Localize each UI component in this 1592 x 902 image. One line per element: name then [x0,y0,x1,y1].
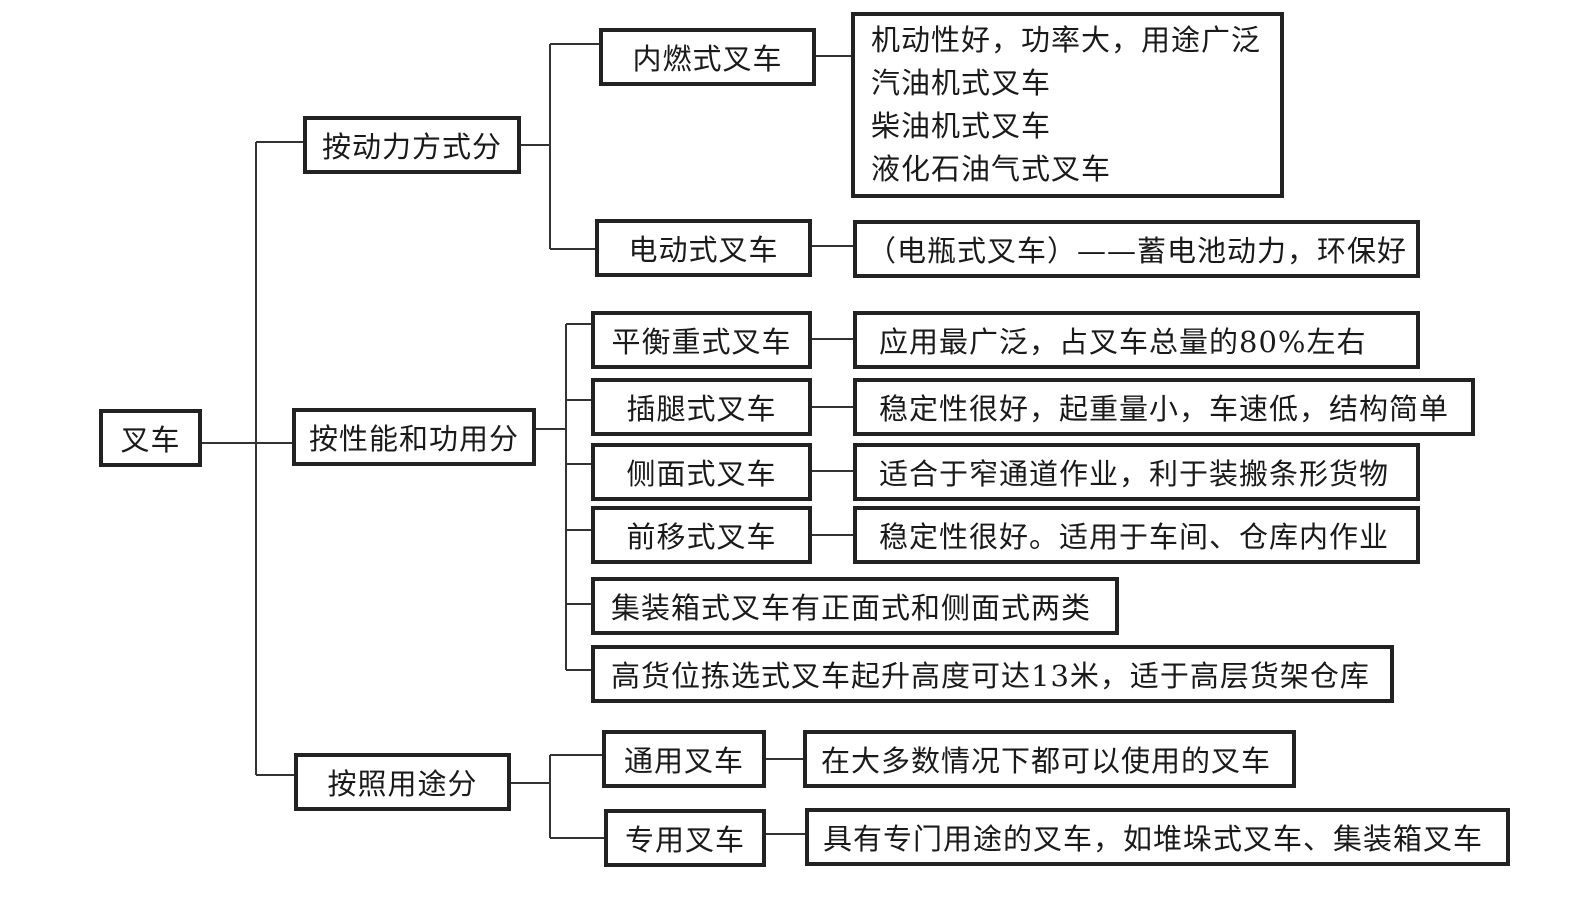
root-node: 叉车 [99,409,202,467]
type-label: 前移式叉车 [626,520,777,554]
note-node: 高货位拣选式叉车起升高度可达13米，适于高层货架仓库 [591,645,1394,703]
detail-node: 稳定性很好。适用于车间、仓库内作业 [853,506,1420,564]
note-text: 集装箱式叉车有正面式和侧面式两类 [611,591,1092,625]
detail-line: （电瓶式叉车）——蓄电池动力，环保好 [867,234,1408,268]
category-usage: 按照用途分 [294,753,511,811]
type-node: 平衡重式叉车 [591,311,812,369]
detail-node: 稳定性很好，起重量小，车速低，结构简单 [853,378,1475,436]
category-label: 按照用途分 [327,767,478,801]
detail-node: 适合于窄通道作业，利于装搬条形货物 [853,443,1420,501]
detail-node: 机动性好，功率大，用途广泛 汽油机式叉车 柴油机式叉车 液化石油气式叉车 [851,12,1284,198]
detail-line: 具有专门用途的叉车，如堆垛式叉车、集装箱叉车 [823,822,1484,856]
note-text: 高货位拣选式叉车起升高度可达13米，适于高层货架仓库 [611,659,1370,693]
detail-line: 稳定性很好，起重量小，车速低，结构简单 [879,392,1450,426]
type-label: 通用叉车 [623,744,744,778]
type-node: 通用叉车 [602,730,766,788]
detail-line: 液化石油气式叉车 [871,152,1112,186]
root-label: 叉车 [120,423,181,457]
type-label: 电动式叉车 [628,233,779,267]
type-node: 插腿式叉车 [591,378,812,436]
detail-line: 在大多数情况下都可以使用的叉车 [821,744,1272,778]
detail-node: （电瓶式叉车）——蓄电池动力，环保好 [853,220,1420,278]
category-power: 按动力方式分 [303,116,521,174]
detail-line: 汽油机式叉车 [871,66,1052,100]
detail-line: 稳定性很好。适用于车间、仓库内作业 [879,520,1390,554]
detail-node: 在大多数情况下都可以使用的叉车 [803,730,1296,788]
type-node: 侧面式叉车 [591,443,812,501]
category-performance: 按性能和功用分 [292,408,536,466]
type-node: 专用叉车 [604,809,766,867]
type-label: 专用叉车 [624,823,745,857]
type-node: 内燃式叉车 [599,28,816,86]
detail-line: 适合于窄通道作业，利于装搬条形货物 [879,457,1390,491]
type-node: 前移式叉车 [591,506,812,564]
detail-line: 应用最广泛，占叉车总量的80%左右 [879,325,1367,359]
detail-line: 柴油机式叉车 [871,109,1052,143]
type-label: 平衡重式叉车 [611,325,792,359]
note-node: 集装箱式叉车有正面式和侧面式两类 [591,577,1119,635]
category-label: 按动力方式分 [321,130,502,164]
type-label: 内燃式叉车 [632,42,783,76]
detail-node: 具有专门用途的叉车，如堆垛式叉车、集装箱叉车 [805,808,1510,866]
type-label: 插腿式叉车 [626,392,777,426]
category-label: 按性能和功用分 [308,422,519,456]
detail-node: 应用最广泛，占叉车总量的80%左右 [853,311,1420,369]
detail-line: 机动性好，功率大，用途广泛 [871,23,1262,57]
type-node: 电动式叉车 [595,219,812,277]
type-label: 侧面式叉车 [626,457,777,491]
